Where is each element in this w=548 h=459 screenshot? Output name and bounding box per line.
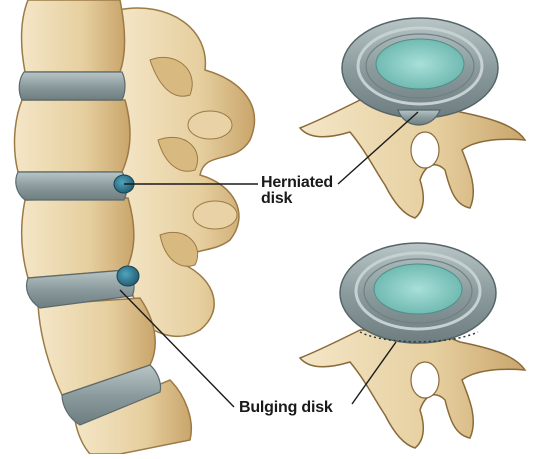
- herniated-disk-label-line2: disk: [261, 190, 292, 207]
- vertebra-top-view-bulging: [300, 243, 525, 448]
- spine-side-view: [15, 0, 255, 454]
- vertebra-1: [22, 0, 125, 72]
- top-nucleus: [376, 39, 464, 89]
- herniated-disk-label-line1: Herniated: [261, 174, 333, 191]
- bottom-nucleus: [374, 264, 462, 314]
- disk-2-herniated: [16, 172, 127, 200]
- vertebra-3: [22, 198, 134, 278]
- vertebra-2: [15, 100, 130, 172]
- bulge: [117, 266, 139, 286]
- posterior-processes: [118, 8, 254, 336]
- disk-1: [19, 72, 125, 100]
- vertebra-top-view-herniated: [300, 18, 525, 218]
- bulging-disk-label: Bulging disk: [239, 399, 333, 416]
